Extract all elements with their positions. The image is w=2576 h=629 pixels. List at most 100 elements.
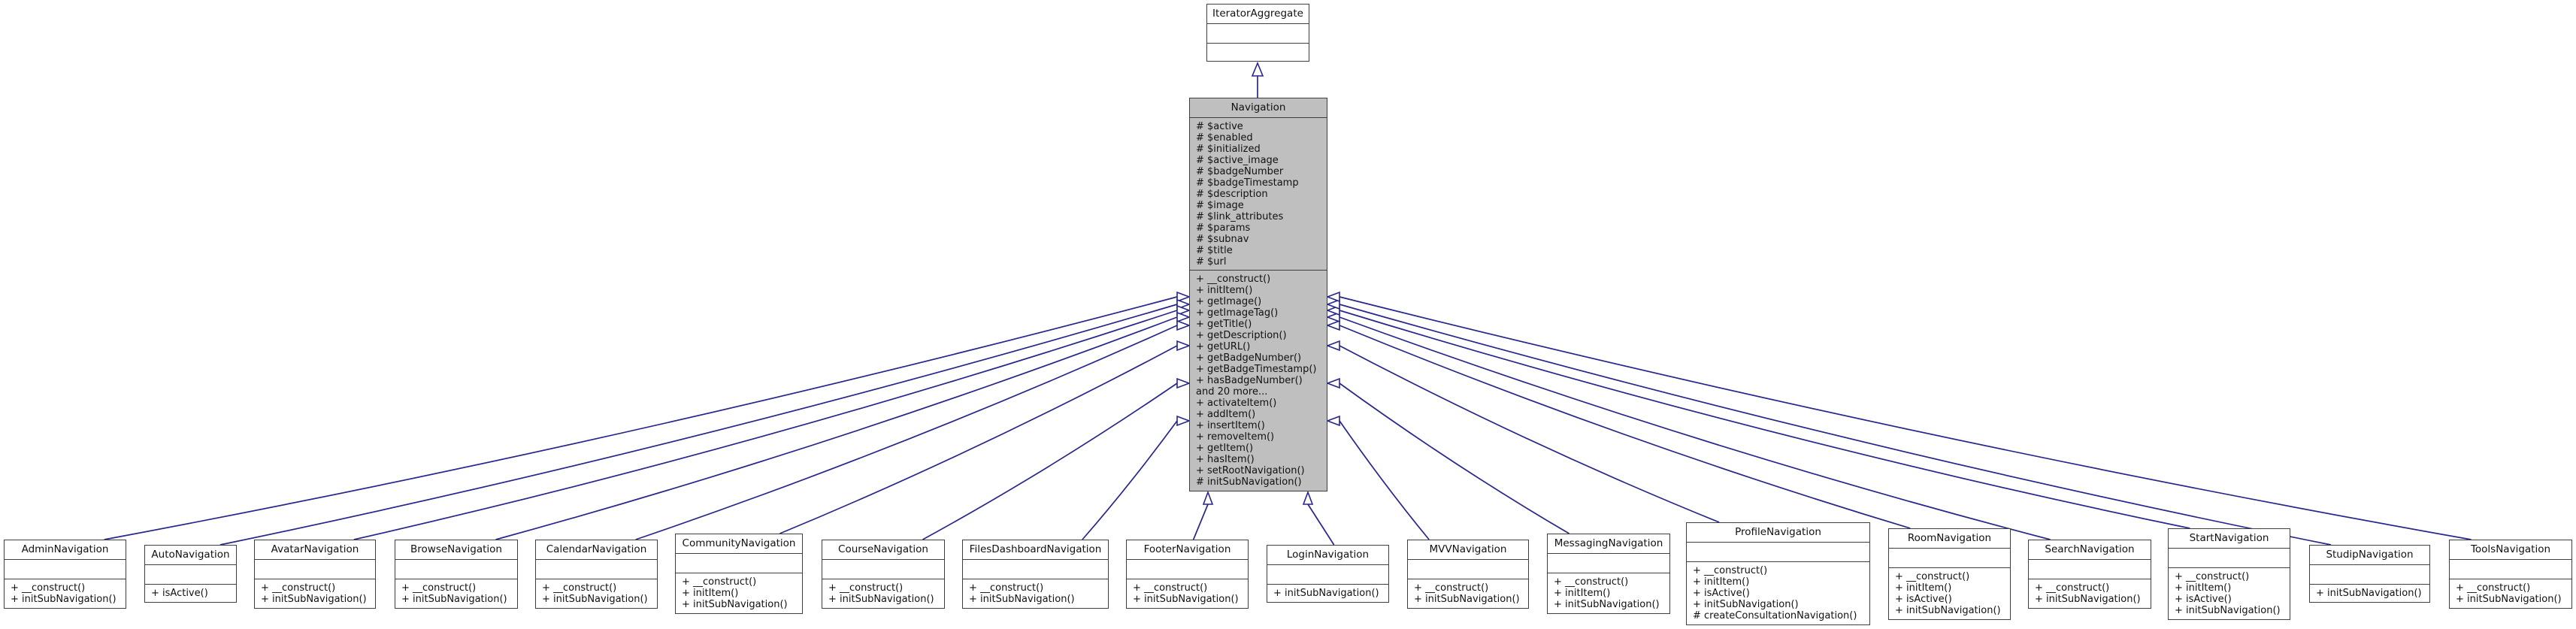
class-box-mvvnavigation[interactable]: MVVNavigation + __construct()+ initSubNa… (1407, 540, 1529, 609)
methods-compartment: + __construct()+ initSubNavigation() (395, 579, 517, 608)
attribute-label: # $title (1196, 245, 1233, 256)
class-box-filesdashboardnavigation[interactable]: FilesDashboardNavigation + __construct()… (962, 540, 1109, 609)
method-label: + isActive() (2175, 594, 2232, 605)
attributes-compartment (536, 560, 657, 579)
attribute-label: # $active_image (1196, 155, 1279, 166)
class-box-communitynavigation[interactable]: CommunityNavigation + __construct()+ ini… (675, 534, 803, 614)
inheritance-edge (1082, 420, 1178, 540)
method-label: + initSubNavigation() (1414, 594, 1520, 605)
class-box-calendarnavigation[interactable]: CalendarNavigation + __construct()+ init… (535, 540, 658, 609)
inheritance-edge (1339, 345, 1720, 523)
method-label: + initSubNavigation() (969, 594, 1075, 605)
method-label: + getURL() (1196, 341, 1251, 352)
method-label: + isActive() (151, 588, 208, 599)
attributes-compartment (1127, 560, 1248, 579)
method-label: + initSubNavigation() (261, 594, 367, 605)
inheritance-edge (635, 325, 1178, 540)
attributes-compartment (963, 560, 1108, 579)
method-label: + __construct() (2035, 582, 2110, 594)
inheritance-edge (1339, 310, 2190, 529)
methods-compartment: + initSubNavigation() (1267, 585, 1388, 602)
inheritance-arrowhead (1176, 340, 1191, 352)
inheritance-arrowhead (1302, 490, 1314, 505)
attributes-compartment (1267, 565, 1388, 585)
class-box-loginnavigation[interactable]: LoginNavigation + initSubNavigation() (1267, 545, 1389, 603)
method-label: + __construct() (542, 582, 617, 594)
methods-compartment: + __construct()+ initSubNavigation() (2029, 579, 2151, 608)
attributes-compartment (255, 560, 375, 579)
method-label: + initSubNavigation() (2035, 594, 2141, 605)
attributes-compartment (1207, 24, 1309, 44)
class-box-avatarnavigation[interactable]: AvatarNavigation + __construct()+ initSu… (254, 540, 376, 609)
method-label: + initSubNavigation() (1554, 599, 1660, 610)
class-box-roomnavigation[interactable]: RoomNavigation + __construct()+ initItem… (1888, 528, 2011, 620)
class-box-browsenavigation[interactable]: BrowseNavigation + __construct()+ initSu… (395, 540, 518, 609)
inheritance-arrowhead (1176, 319, 1191, 331)
inheritance-arrowhead (1202, 490, 1214, 505)
method-label: # initSubNavigation() (1196, 476, 1302, 488)
method-label: + getBadgeNumber() (1196, 352, 1302, 364)
attribute-label: # $subnav (1196, 234, 1249, 245)
class-box-coursenavigation[interactable]: CourseNavigation + __construct()+ initSu… (822, 540, 945, 609)
method-label: + hasBadgeNumber() (1196, 375, 1303, 386)
method-label: + setRootNavigation() (1196, 465, 1305, 476)
method-label: + initSubNavigation() (1133, 594, 1239, 605)
class-box-startnavigation[interactable]: StartNavigation + __construct()+ initIte… (2168, 528, 2290, 620)
attributes-compartment (822, 560, 944, 579)
inheritance-edge (104, 296, 1178, 540)
inheritance-arrowhead (1176, 415, 1191, 427)
class-title: AutoNavigation (145, 546, 236, 565)
attribute-label: # $params (1196, 222, 1251, 234)
attributes-compartment (676, 554, 802, 573)
methods-compartment: + __construct()+ initSubNavigation() (1127, 579, 1248, 608)
attribute-label: # $url (1196, 256, 1227, 268)
attributes-compartment (1408, 560, 1528, 579)
method-label: + isActive() (1693, 588, 1750, 599)
class-title: FilesDashboardNavigation (963, 540, 1108, 560)
methods-compartment: + __construct()+ initSubNavigation() (536, 579, 657, 608)
method-label: + __construct() (2175, 571, 2250, 582)
class-box-studipnavigation[interactable]: StudipNavigation + initSubNavigation() (2309, 545, 2430, 603)
inheritance-edge (922, 383, 1178, 540)
attributes-compartment (1889, 549, 2010, 568)
class-title: CalendarNavigation (536, 540, 657, 560)
class-box-footernavigation[interactable]: FooterNavigation + __construct()+ initSu… (1126, 540, 1249, 609)
class-box-searchnavigation[interactable]: SearchNavigation + __construct()+ initSu… (2028, 540, 2151, 609)
inheritance-edge (353, 310, 1178, 540)
attribute-label: # $enabled (1196, 132, 1253, 144)
class-box-adminnavigation[interactable]: AdminNavigation + __construct()+ initSub… (4, 540, 126, 609)
class-title: LoginNavigation (1267, 546, 1388, 565)
class-title: StudipNavigation (2310, 546, 2429, 565)
inheritance-edge (1339, 383, 1570, 534)
class-box-messagingnavigation[interactable]: MessagingNavigation + __construct()+ ini… (1547, 534, 1670, 614)
inheritance-arrowhead (1251, 61, 1264, 77)
attributes-compartment (2310, 565, 2429, 585)
method-label: + initSubNavigation() (2316, 588, 2422, 599)
method-label: + __construct() (1693, 565, 1768, 576)
attributes-compartment (2029, 560, 2151, 579)
class-title: RoomNavigation (1889, 529, 2010, 549)
attribute-label: # $description (1196, 189, 1268, 200)
class-title: AdminNavigation (5, 540, 126, 560)
inheritance-edge (1339, 296, 2472, 540)
class-box-iteratoraggregate[interactable]: IteratorAggregate (1206, 4, 1309, 62)
methods-compartment: + __construct()+ initSubNavigation() (1408, 579, 1528, 608)
class-box-profilenavigation[interactable]: ProfileNavigation + __construct()+ initI… (1686, 522, 1870, 625)
inheritance-edge (1339, 304, 2332, 546)
inheritance-edge (1307, 504, 1335, 546)
class-box-toolsnavigation[interactable]: ToolsNavigation + __construct()+ initSub… (2449, 540, 2572, 609)
methods-compartment: + __construct()+ initItem()+ getImage()+… (1190, 271, 1327, 491)
class-box-navigation[interactable]: Navigation # $active# $enabled# $initial… (1189, 98, 1327, 491)
inheritance-edge (779, 345, 1178, 534)
inheritance-arrowhead (1325, 291, 1340, 303)
attribute-label: # $image (1196, 200, 1244, 211)
inheritance-arrowhead (1325, 340, 1340, 352)
attributes-compartment (2169, 549, 2290, 568)
inheritance-arrowhead (1325, 377, 1340, 389)
inheritance-edge (1339, 316, 2051, 540)
class-title: MessagingNavigation (1548, 534, 1669, 554)
method-label: + initItem() (1196, 285, 1253, 296)
class-box-autonavigation[interactable]: AutoNavigation + isActive() (144, 545, 237, 603)
methods-compartment: + __construct()+ initItem()+ isActive()+… (1889, 568, 2010, 619)
